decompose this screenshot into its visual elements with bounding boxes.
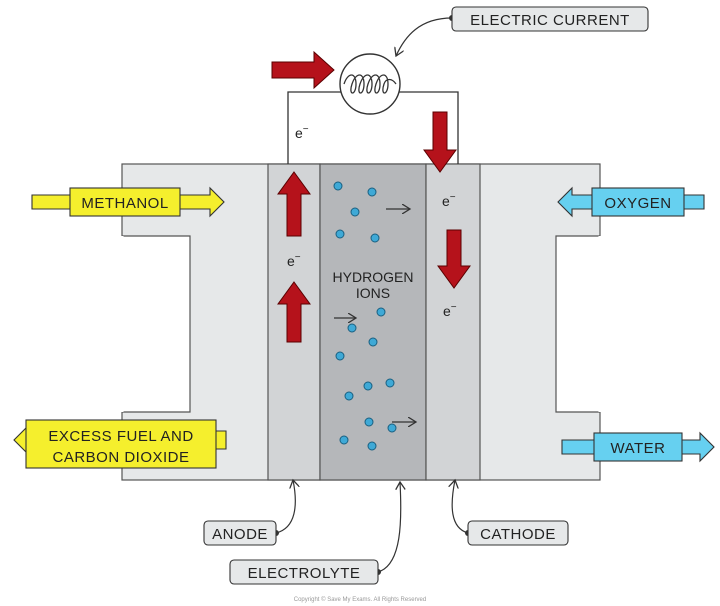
oxygen-arrow: OXYGEN [557, 186, 705, 218]
electric-current-callout: ELECTRIC CURRENT [396, 6, 649, 56]
ion-dot [335, 229, 345, 239]
ion-dot [385, 378, 395, 388]
ion-dot [376, 307, 386, 317]
electron-label-anode: e− [287, 252, 301, 269]
current-arrow-down-top-icon [423, 111, 457, 173]
ion-dot [367, 187, 377, 197]
electrolyte-callout: ELECTROLYTE [229, 482, 401, 585]
current-arrow-up-anode-top-icon [277, 171, 311, 237]
excess-fuel-label-line1: EXCESS FUEL AND [48, 428, 193, 445]
ion-dot [364, 417, 374, 427]
cathode-callout: CATHODE [452, 480, 569, 546]
ion-dot [344, 391, 354, 401]
bulb-icon [339, 53, 401, 115]
hydrogen-ions-label-line1: HYDROGEN [333, 269, 414, 285]
ion-dot [350, 207, 360, 217]
hydrogen-ions-label-line2: IONS [356, 285, 390, 301]
electron-label-wire: e− [295, 124, 309, 141]
ion-dot [370, 233, 380, 243]
methanol-label: METHANOL [81, 195, 168, 212]
ion-dot [387, 423, 397, 433]
electron-label-cathode-top: e− [442, 192, 456, 209]
water-arrow: WATER [561, 431, 715, 463]
methanol-arrow: METHANOL [31, 186, 225, 218]
ion-dot [335, 351, 345, 361]
excess-fuel-arrow: EXCESS FUEL AND CARBON DIOXIDE [13, 419, 227, 469]
excess-fuel-label-line2: CARBON DIOXIDE [52, 449, 189, 466]
electric-current-label: ELECTRIC CURRENT [470, 12, 630, 29]
ion-dot [367, 441, 377, 451]
ion-dot [347, 323, 357, 333]
oxygen-label: OXYGEN [604, 195, 671, 212]
anode-callout: ANODE [203, 480, 295, 546]
anode-label: ANODE [212, 526, 268, 543]
electrolyte-region [319, 163, 427, 481]
ion-dot [339, 435, 349, 445]
hydrogen-ion-dots [333, 181, 397, 451]
current-arrow-down-cathode-icon [437, 229, 471, 289]
electron-label-cathode-bottom: e− [443, 302, 457, 319]
electrolyte-label: ELECTROLYTE [248, 565, 361, 582]
ion-dot [368, 337, 378, 347]
ion-dot [363, 381, 373, 391]
cathode-label: CATHODE [480, 526, 556, 543]
ion-dot [333, 181, 343, 191]
water-label: WATER [611, 440, 666, 457]
cathode-plate [425, 163, 481, 481]
current-arrow-right-icon [271, 50, 335, 90]
copyright-text: Copyright © Save My Exams. All Rights Re… [294, 596, 426, 603]
current-arrow-up-anode-bottom-icon [277, 281, 311, 343]
